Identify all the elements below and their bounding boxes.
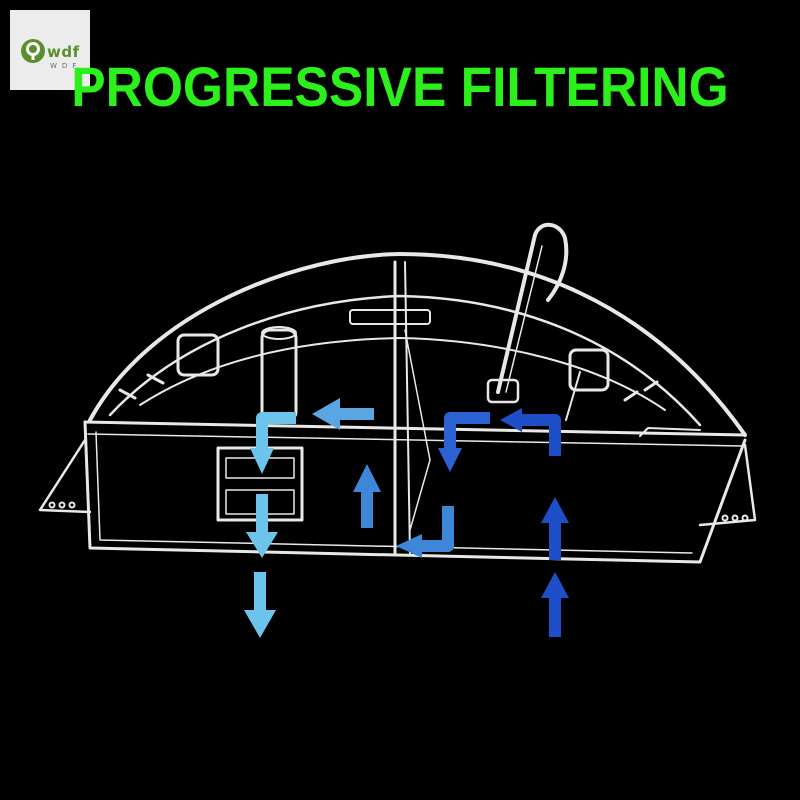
inflow-arrow (520, 414, 561, 456)
inflow-arrows (438, 408, 569, 637)
mid-arrow (353, 464, 381, 528)
filter-box (38, 222, 757, 564)
inflow-arrow (541, 572, 569, 637)
inflow-arrow (541, 497, 569, 560)
page-title: PROGRESSIVE FILTERING (71, 55, 729, 118)
mid-arrow (420, 506, 454, 552)
logo-name: wdf (47, 43, 80, 61)
outflow-arrows (244, 412, 296, 638)
inflow-arrow (444, 412, 490, 450)
tree-icon (21, 39, 45, 63)
mid-arrows (312, 398, 454, 558)
outflow-arrow (246, 494, 278, 558)
outflow-arrow-head (250, 448, 274, 474)
brand-logo: wdf WDF (10, 10, 90, 90)
mid-arrow (312, 398, 374, 430)
inflow-arrow-head (500, 408, 522, 432)
logo-subtext: WDF (50, 62, 82, 70)
outflow-arrow (256, 412, 296, 450)
mid-arrow-head (396, 534, 422, 558)
outflow-arrow (244, 572, 276, 638)
inflow-arrow-head (438, 448, 462, 472)
